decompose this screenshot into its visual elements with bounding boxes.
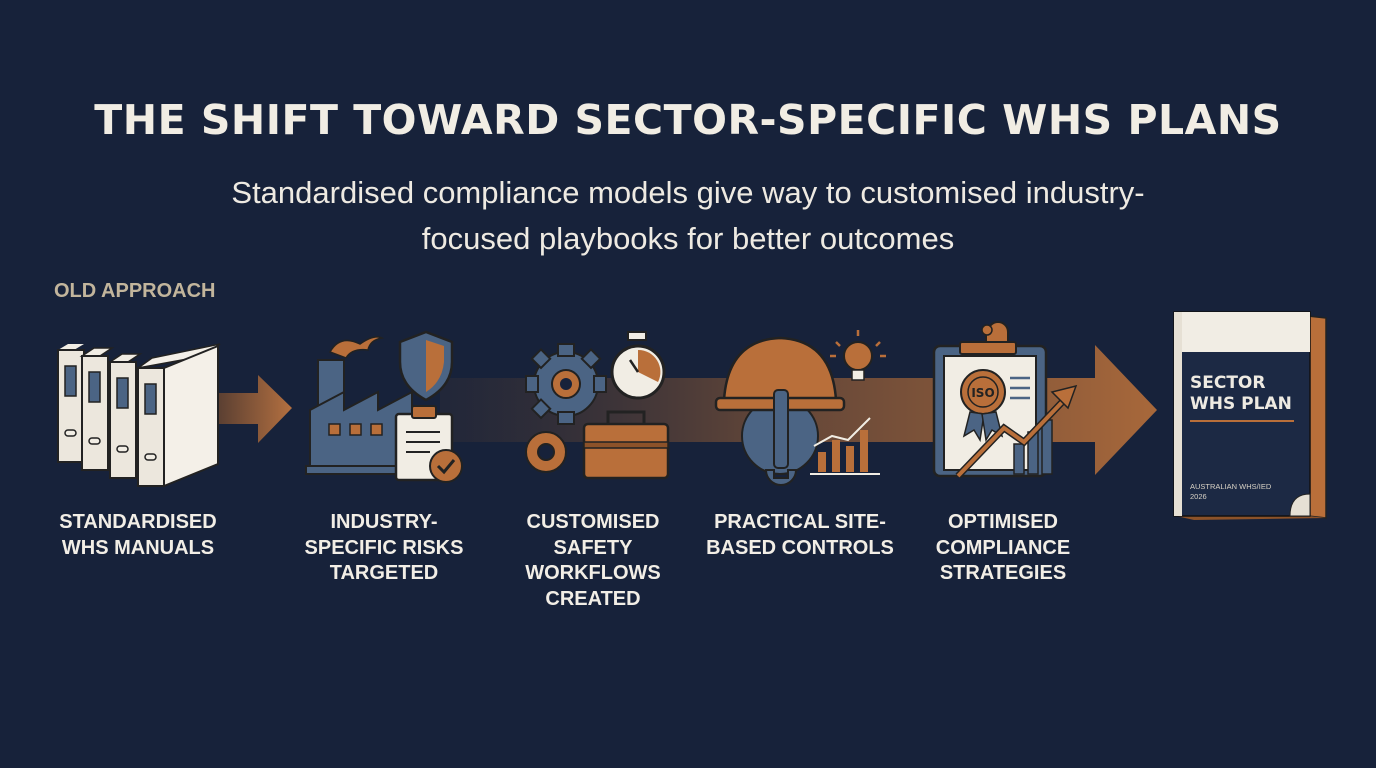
gears-stopwatch-toolbox-icon: [525, 331, 670, 480]
small-arrow-icon: [218, 375, 292, 443]
book-title: SECTOR WHS PLAN: [1190, 373, 1292, 414]
stage-label-industry-specific: INDUSTRY-SPECIFIC RISKS TARGETED: [304, 511, 464, 584]
page-title: THE SHIFT TOWARD SECTOR-SPECIFIC WHS PLA…: [94, 96, 1282, 144]
stage-label-customised: CUSTOMISED SAFETY WORKFLOWS CREATED: [525, 511, 661, 610]
stage-label-practical: PRACTICAL SITE-BASED CONTROLS: [706, 511, 894, 559]
iso-certificate-growth-icon: ISO: [932, 321, 1078, 479]
sector-whs-plan-book: [1173, 311, 1327, 520]
stage-label-standardised: STANDARDISED WHS MANUALS: [59, 511, 217, 559]
book-footer: AUSTRALIAN WHS/IED 2026: [1190, 482, 1272, 501]
iso-badge-text: ISO: [971, 386, 994, 400]
stage-label-optimised: OPTIMISED COMPLIANCE STRATEGIES: [935, 511, 1071, 584]
page-subtitle: Standardised compliance models give way …: [231, 175, 1145, 256]
hardhat-wrench-lightbulb-icon: [714, 330, 886, 486]
old-approach-label: OLD APPROACH: [54, 280, 216, 302]
factory-shield-clipboard-icon: [305, 330, 463, 483]
binders-icon: [57, 343, 221, 488]
